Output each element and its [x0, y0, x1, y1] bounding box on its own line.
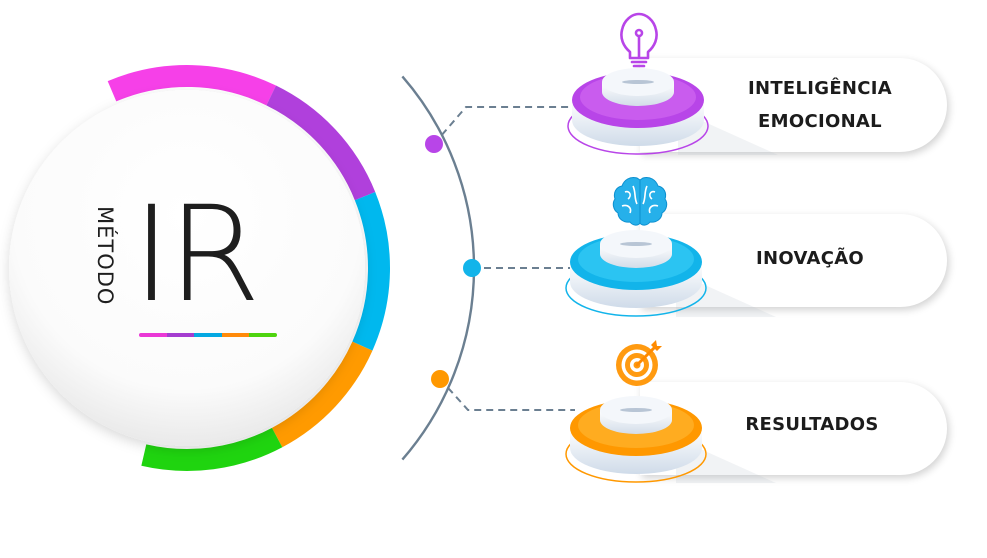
- item-label-inteligencia: INTELIGÊNCIA EMOCIONAL: [720, 72, 920, 138]
- connectors: [425, 106, 575, 411]
- lightbulb-icon: [620, 12, 658, 68]
- underline-segment: [194, 333, 222, 337]
- underline-segment: [249, 333, 277, 337]
- connector-line: [433, 106, 575, 145]
- pedestal-inovacao: [565, 230, 776, 317]
- ring-segment-purple: [266, 85, 376, 201]
- ring-segment-magenta: [107, 65, 276, 106]
- connector-dot: [463, 259, 481, 277]
- title-underline: [139, 333, 277, 337]
- underline-segment: [139, 333, 167, 337]
- connector-line: [439, 378, 575, 411]
- connector-dot: [425, 135, 443, 153]
- ring-segment-blue: [352, 191, 390, 351]
- ring-segment-orange: [271, 341, 373, 448]
- connector-dot: [431, 370, 449, 388]
- underline-segment: [221, 333, 250, 337]
- label-line: EMOCIONAL: [758, 111, 882, 132]
- ring-segment-green: [141, 427, 283, 471]
- underline-segment: [166, 333, 195, 337]
- label-line: INOVAÇÃO: [755, 248, 865, 269]
- item-label-resultados: RESULTADOS: [716, 408, 908, 441]
- pedestal-cap-shadow: [622, 80, 654, 84]
- ir-title: IR: [131, 178, 261, 332]
- pedestal-inteligencia: [567, 68, 778, 155]
- pedestal-resultados: [565, 396, 776, 483]
- color-ring: [107, 65, 390, 471]
- metodo-label: MÉTODO: [93, 206, 117, 306]
- target-icon: [616, 340, 662, 386]
- item-label-inovacao: INOVAÇÃO: [720, 242, 900, 275]
- label-line: INTELIGÊNCIA: [747, 78, 893, 99]
- pedestal-cap-shadow: [620, 408, 652, 412]
- pedestal-cap-shadow: [620, 242, 652, 246]
- brain-icon: [612, 177, 668, 226]
- center-disc: [9, 90, 365, 446]
- label-line: RESULTADOS: [745, 414, 879, 435]
